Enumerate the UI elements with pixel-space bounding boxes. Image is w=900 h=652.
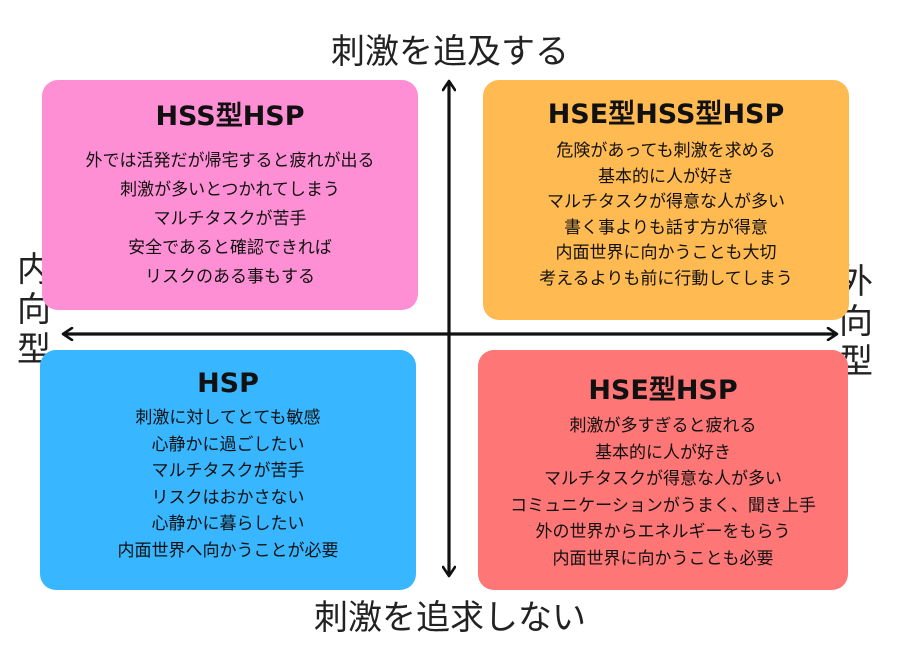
quadrant-title: HSE型HSS型HSP bbox=[547, 99, 785, 130]
trait-item: 基本的に人が好き bbox=[595, 442, 731, 463]
quadrant-trait-list: 刺激が多すぎると疲れる 基本的に人が好き マルチタスクが得意な人が多い コミュニ… bbox=[478, 413, 848, 572]
quadrant-title: HSS型HSP bbox=[155, 101, 305, 132]
trait-item: 内面世界に向かうことも必要 bbox=[552, 548, 774, 569]
quadrant-title: HSE型HSP bbox=[588, 375, 738, 406]
quadrant-trait-list: 刺激に対してとても敏感 心静かに過ごしたい マルチタスクが苦手 リスクはおかさな… bbox=[40, 405, 416, 564]
quadrant-hss-hsp: HSS型HSP 外では活発だが帰宅すると疲れが出る 刺激が多いとつかれてしまう … bbox=[42, 80, 418, 310]
trait-item: マルチタスクが苦手 bbox=[153, 209, 307, 229]
quadrant-trait-list: 外では活発だが帰宅すると疲れが出る 刺激が多いとつかれてしまう マルチタスクが苦… bbox=[42, 147, 418, 292]
trait-item: 刺激に対してとても敏感 bbox=[135, 408, 321, 428]
trait-item: マルチタスクが得意な人が多い bbox=[544, 469, 782, 489]
trait-item: 基本的に人が好き bbox=[598, 166, 734, 187]
trait-item: 内面世界へ向かうことが必要 bbox=[117, 540, 339, 561]
trait-item: 書く事よりも話す方が得意 bbox=[564, 217, 768, 238]
trait-item: マルチタスクが得意な人が多い bbox=[547, 192, 785, 212]
trait-item: 心静かに暮らしたい bbox=[151, 514, 305, 534]
axis-label-bottom: 刺激を追求しない bbox=[314, 598, 586, 638]
trait-item: リスクはおかさない bbox=[151, 487, 305, 508]
quadrant-hsp: HSP 刺激に対してとても敏感 心静かに過ごしたい マルチタスクが苦手 リスクは… bbox=[40, 350, 416, 590]
trait-item: リスクのある事もする bbox=[145, 267, 315, 287]
trait-item: 安全であると確認できれば bbox=[128, 238, 332, 258]
quadrant-trait-list: 危険があっても刺激を求める 基本的に人が好き マルチタスクが得意な人が多い 書く… bbox=[483, 139, 849, 292]
axis-label-top: 刺激を追及する bbox=[331, 32, 569, 72]
trait-item: 内面世界に向かうことも大切 bbox=[555, 243, 777, 263]
trait-item: 外の世界からエネルギーをもらう bbox=[535, 522, 791, 542]
trait-item: コミュニケーションがうまく、聞き上手 bbox=[510, 495, 816, 516]
quadrant-title: HSP bbox=[197, 368, 259, 399]
trait-item: 考えるよりも前に行動してしまう bbox=[539, 268, 793, 289]
quadrant-hse-hss-hsp: HSE型HSS型HSP 危険があっても刺激を求める 基本的に人が好き マルチタス… bbox=[483, 80, 849, 320]
trait-item: 刺激が多いとつかれてしまう bbox=[120, 180, 340, 200]
trait-item: 外では活発だが帰宅すると疲れが出る bbox=[85, 151, 375, 171]
trait-item: 刺激が多すぎると疲れる bbox=[569, 416, 757, 436]
quadrant-hse-hsp: HSE型HSP 刺激が多すぎると疲れる 基本的に人が好き マルチタスクが得意な人… bbox=[478, 350, 848, 590]
trait-item: 危険があっても刺激を求める bbox=[556, 141, 776, 161]
trait-item: 心静かに過ごしたい bbox=[151, 434, 305, 455]
trait-item: マルチタスクが苦手 bbox=[151, 461, 305, 481]
